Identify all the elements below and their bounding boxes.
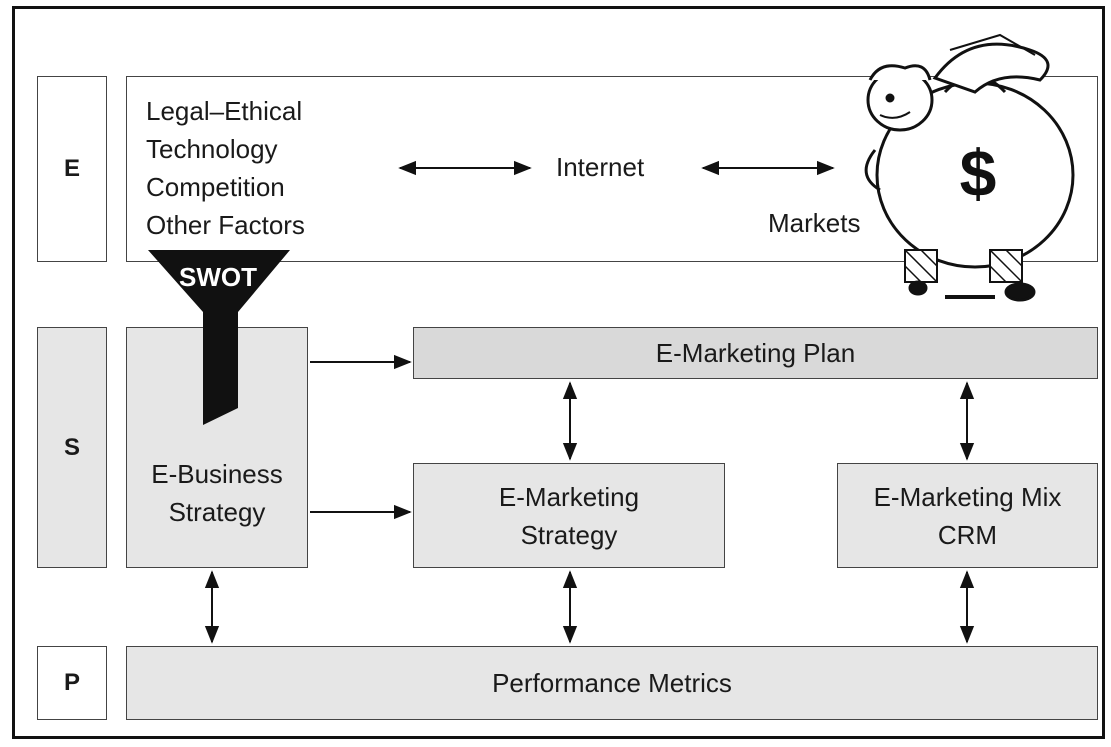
factor-competition: Competition [146, 172, 285, 202]
emarketing-strategy-box: E-Marketing Strategy [413, 463, 725, 568]
markets-label: Markets [768, 208, 861, 238]
internet-label: Internet [556, 152, 645, 182]
factor-technology: Technology [146, 134, 278, 164]
emarketing-mix-box: E-Marketing Mix CRM [837, 463, 1098, 568]
performance-metrics-box: Performance Metrics [126, 646, 1098, 720]
factor-other: Other Factors [146, 210, 305, 240]
row-label-e-text: E [63, 155, 80, 182]
swot-funnel [148, 250, 290, 425]
ebusiness-strategy-line2: Strategy [168, 496, 266, 527]
factor-legal-ethical: Legal–Ethical [146, 96, 303, 126]
emarketing-mix-line1: E-Marketing Mix [873, 481, 1062, 512]
money-bag-symbol: $ [960, 136, 997, 210]
row-label-e: E [37, 76, 107, 262]
row-label-s-text: S [63, 433, 80, 461]
row-label-s: S [37, 327, 107, 568]
emarketing-strategy-line1: E-Marketing [498, 481, 640, 512]
ebusiness-strategy-line1: E-Business [151, 458, 283, 489]
row-label-p: P [37, 646, 107, 720]
swot-label: SWOT [179, 262, 257, 292]
emarketing-plan-box: E-Marketing Plan [413, 327, 1098, 379]
emarketing-strategy-line2: Strategy [520, 519, 618, 550]
money-bag-illustration [864, 33, 1075, 302]
emarketing-plan-label: E-Marketing Plan [655, 338, 856, 368]
emarketing-mix-line2: CRM [937, 519, 998, 550]
environment-factors: Legal–Ethical Technology Competition Oth… [146, 92, 305, 244]
row-label-p-text: P [63, 669, 80, 696]
performance-metrics-label: Performance Metrics [492, 668, 732, 698]
